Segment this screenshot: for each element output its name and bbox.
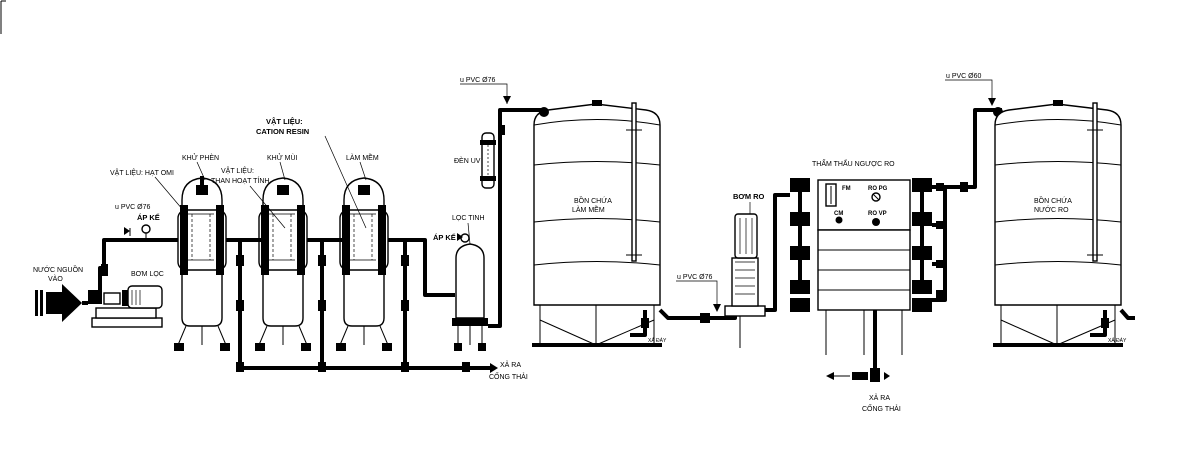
iron-removal-label: KHỬ PHÈN bbox=[182, 153, 219, 162]
corner-mark bbox=[0, 0, 6, 34]
water-inlet-arrow bbox=[35, 284, 82, 322]
soft-tank-label-2: LÀM MỀM bbox=[572, 204, 605, 214]
drain-1-label-2: CỐNG THẢI bbox=[489, 371, 528, 381]
ro-tank-label-1: BỒN CHỨA bbox=[1034, 195, 1072, 205]
filter-pump bbox=[88, 285, 163, 328]
filter-vessel-carbon bbox=[255, 177, 311, 351]
ro-water-tank bbox=[993, 100, 1123, 347]
ro-unit-label: THẨM THẤU NGƯỢC RO bbox=[812, 158, 895, 168]
inlet-valve bbox=[101, 264, 108, 276]
softening-label: LÀM MỀM bbox=[346, 152, 379, 162]
ro-pump-label: BƠM RO bbox=[733, 192, 765, 201]
uv-lamp bbox=[480, 132, 496, 189]
ro-pump bbox=[724, 213, 766, 348]
pipe-inlet-riser bbox=[98, 238, 180, 290]
filter-vessel-iron bbox=[174, 176, 230, 351]
gauge-ro-pg-label: RO PG bbox=[868, 186, 888, 192]
material-carbon-label-2: THAN HOẠT TÍNH bbox=[211, 176, 269, 185]
water-inlet-label: NƯỚC NGUỒN bbox=[33, 264, 83, 274]
pressure-gauge-2-label: ÁP KẾ bbox=[433, 232, 456, 242]
ro-tank-label-2: NƯỚC RO bbox=[1034, 205, 1069, 214]
pressure-gauge-1-label: ÁP KẾ bbox=[137, 212, 160, 222]
pipe-inlet-label: u PVC Ø76 bbox=[115, 204, 151, 211]
pipe-uv-label: u PVC Ø76 bbox=[460, 77, 496, 84]
water-inlet-label-2: VÀO bbox=[48, 274, 63, 283]
material-sand-label: VẬT LIỆU: HẠT OMI bbox=[110, 168, 174, 177]
pipe-ro-tank-label: u PVC Ø60 bbox=[946, 73, 982, 80]
uv-lamp-label: ĐÈN UV bbox=[454, 156, 481, 165]
pressure-gauge-2 bbox=[460, 233, 470, 243]
fine-filter bbox=[452, 243, 488, 351]
drain-small-2-label: XẢ ĐÁY bbox=[1108, 337, 1127, 344]
pipe-ro-tank-outlet bbox=[1119, 308, 1135, 320]
pipe-pump-to-ro bbox=[765, 193, 790, 312]
pipe-uv-to-tank bbox=[498, 108, 540, 180]
pipe-soft-tank-outlet bbox=[658, 308, 690, 320]
material-resin-label-1: VẬT LIỆU: bbox=[266, 117, 303, 126]
gauge-cm-label: CM bbox=[834, 211, 843, 217]
pipe-fine-to-uv bbox=[488, 180, 502, 328]
soft-water-tank bbox=[532, 100, 662, 347]
pipe-to-fine-filter bbox=[388, 238, 455, 297]
filter-pump-label: BƠM LỌC bbox=[131, 271, 164, 278]
ro-unit bbox=[790, 178, 947, 355]
material-resin-label-2: CATION RESIN bbox=[256, 127, 309, 136]
pressure-gauge-1 bbox=[141, 224, 151, 234]
drain-2-label-2: CỐNG THẢI bbox=[862, 403, 901, 413]
drain-2-label-1: XẢ RA bbox=[869, 393, 890, 402]
material-carbon-label-1: VẬT LIỆU: bbox=[221, 166, 254, 175]
gauge-ro-vp-label: RO VP bbox=[868, 211, 887, 217]
drain-1-label-1: XẢ RA bbox=[500, 360, 521, 369]
filter-vessel-resin bbox=[336, 177, 392, 351]
pipe-ro-pump-label: u PVC Ø76 bbox=[677, 274, 713, 281]
pipe-ro-to-tank bbox=[945, 108, 1002, 189]
soft-tank-label-1: BỒN CHỨA bbox=[574, 195, 612, 205]
gauge-fm-label: FM bbox=[842, 186, 851, 192]
fine-filter-label: LỌC TINH bbox=[452, 215, 485, 222]
drain-small-1-label: XẢ ĐÁY bbox=[648, 337, 667, 344]
odor-removal-label: KHỬ MÙI bbox=[267, 153, 298, 162]
